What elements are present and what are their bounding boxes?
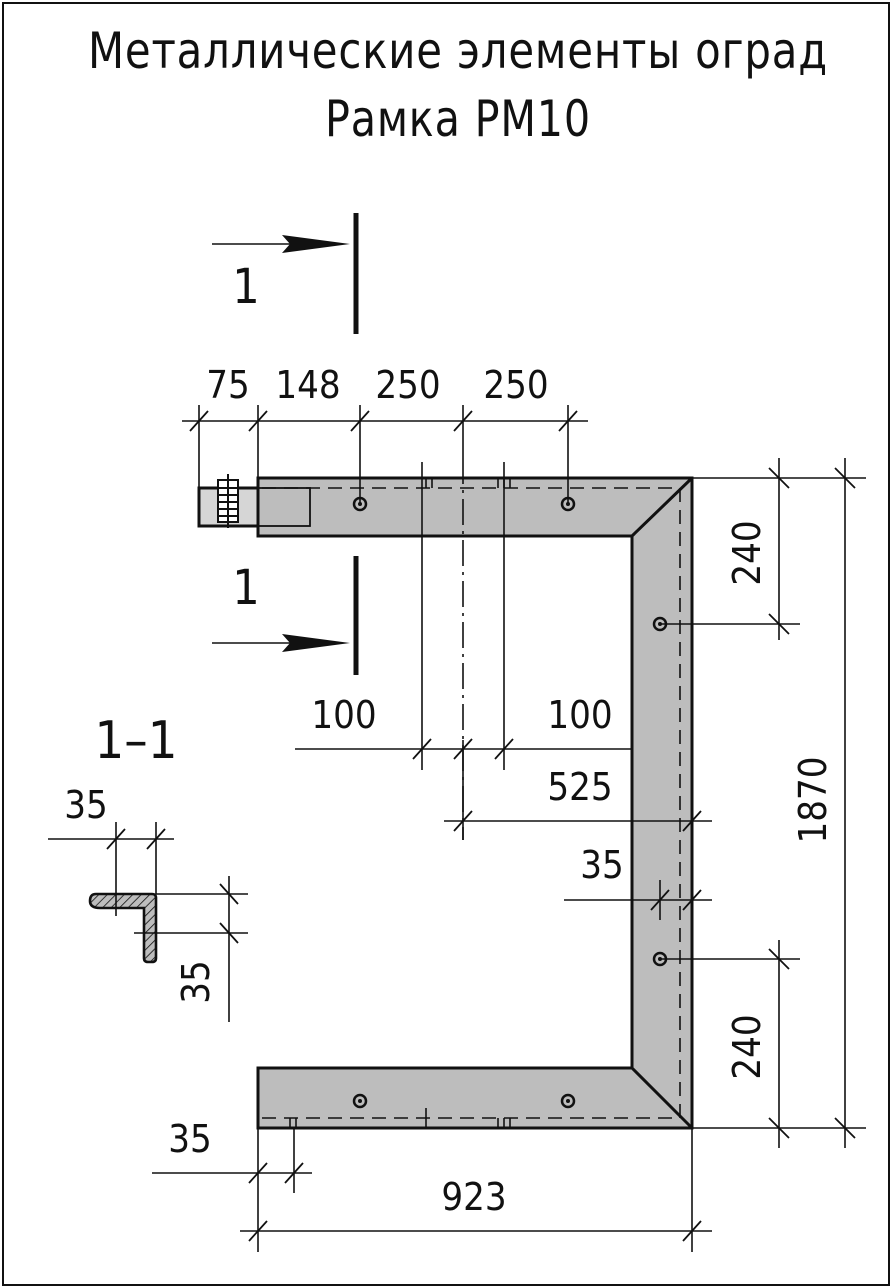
right-dimension-chain xyxy=(660,458,866,1148)
section-label: 1–1 xyxy=(95,711,178,771)
dim-35-flange: 35 xyxy=(580,843,624,887)
top-dimension-chain xyxy=(182,405,588,504)
section-dimensions xyxy=(48,822,248,1022)
section-marker-bottom-label: 1 xyxy=(232,560,259,616)
inner-dimensions xyxy=(295,462,712,920)
mounting-holes xyxy=(352,496,668,1109)
dim-250-a: 250 xyxy=(375,363,440,407)
dim-240-top: 240 xyxy=(725,520,769,585)
dim-148: 148 xyxy=(275,363,340,407)
bolt-icon xyxy=(217,474,239,528)
hole-icon xyxy=(352,1093,368,1109)
dim-100-right: 100 xyxy=(547,693,612,737)
section-dim-width: 35 xyxy=(64,783,108,827)
dim-923: 923 xyxy=(441,1175,506,1219)
section-marker-bottom xyxy=(212,556,359,675)
dim-1870: 1870 xyxy=(791,757,835,844)
dim-240-bottom: 240 xyxy=(725,1014,769,1079)
dim-100-left: 100 xyxy=(311,693,376,737)
flange-marks xyxy=(289,478,511,1128)
section-dim-height: 35 xyxy=(174,960,218,1004)
section-marker-top xyxy=(212,213,359,334)
dim-75: 75 xyxy=(206,363,250,407)
dim-35-bottom: 35 xyxy=(168,1117,212,1161)
bottom-dimensions xyxy=(152,1128,712,1252)
dim-525: 525 xyxy=(547,765,612,809)
hole-icon xyxy=(560,1093,576,1109)
frame-rm10 xyxy=(197,476,694,1130)
drawing-subtitle: Рамка РМ10 xyxy=(325,90,591,148)
section-profile-angle xyxy=(88,892,158,964)
dim-250-b: 250 xyxy=(483,363,548,407)
section-marker-top-label: 1 xyxy=(232,259,259,315)
drawing-title: Металлические элементы оград xyxy=(88,22,828,80)
